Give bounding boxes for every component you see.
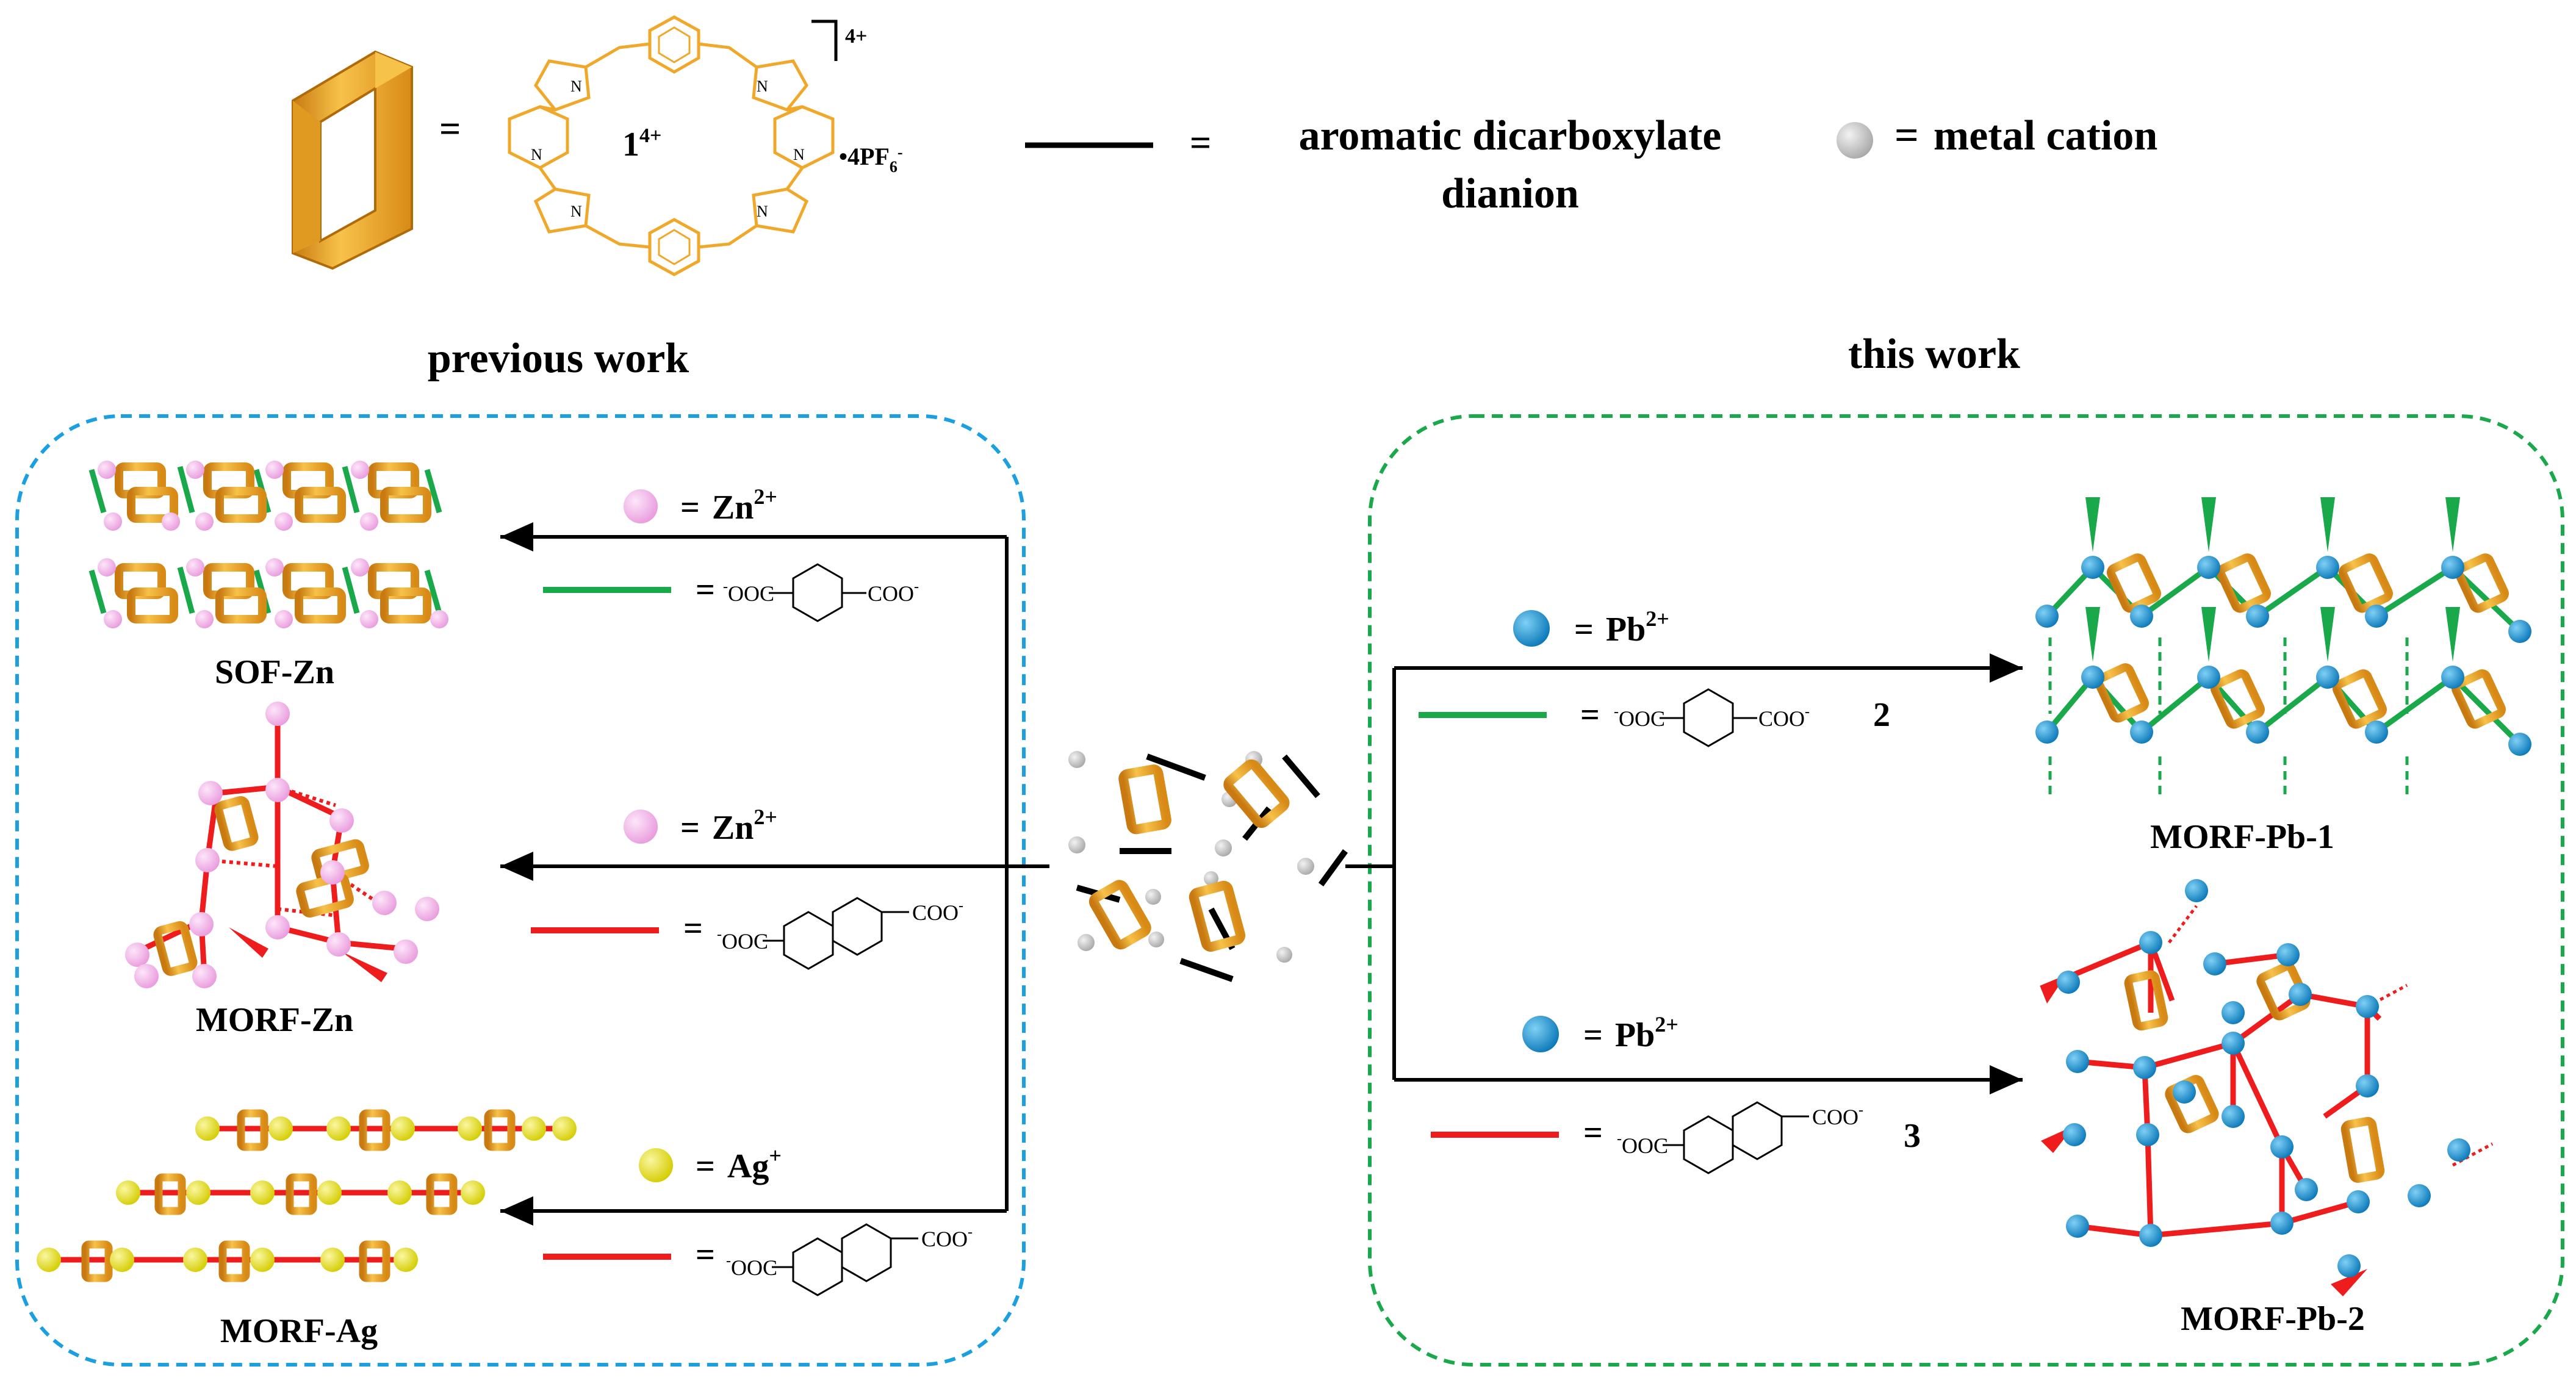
svg-text:N: N (757, 203, 768, 220)
bdc-structure-1: -OOC COO- (723, 563, 919, 622)
svg-text:COO-: COO- (868, 579, 919, 606)
macrocycle-box-icon (292, 50, 413, 270)
previous-work-box (15, 414, 1026, 1367)
svg-text:-OOC: -OOC (717, 927, 768, 954)
charge-bracket (811, 20, 838, 61)
svg-text:=: = (1580, 696, 1600, 734)
svg-text:N: N (570, 77, 582, 95)
zn-dot-icon (624, 489, 658, 523)
svg-text:COO-: COO- (912, 898, 963, 925)
reagent-zn-ndc: =Zn2+ = -OOC COO- (531, 805, 963, 970)
svg-text:COO-: COO- (1812, 1102, 1863, 1129)
pb-dot-icon (1513, 610, 1550, 647)
svg-text:N: N (570, 203, 582, 220)
reagent-ag-ndc: =Ag+ = -OOC COO- (543, 1143, 973, 1296)
svg-text:=Ag+: =Ag+ (696, 1143, 782, 1185)
legend-metal-label: =metal cation (1894, 112, 2157, 159)
mixture-macrocycles (1088, 759, 1290, 952)
this-work-heading: this work (1848, 331, 2020, 378)
svg-text:=: = (696, 571, 715, 609)
legend-equals-2: = (1190, 123, 1211, 164)
svg-text:-OOC: -OOC (726, 1253, 777, 1280)
macrocycle-structure (508, 15, 835, 276)
ndc-structure-1: -OOC COO- (717, 897, 963, 970)
reagent-pb-ndc: =Pb2+ = -OOC COO- 3 (1431, 1012, 1921, 1174)
svg-text:N: N (531, 146, 542, 163)
product-label-morf-zn: MORF-Zn (196, 1001, 353, 1039)
bdc-structure-2: -OOC COO- (1614, 688, 1810, 747)
morf-zn-structure (125, 702, 439, 988)
pb-dot-icon-2 (1522, 1016, 1559, 1052)
ligand-number-2: 2 (1873, 696, 1890, 734)
corner-charge: 4+ (845, 25, 867, 48)
counterion: •4PF6- (839, 143, 903, 176)
svg-text:=Pb2+: =Pb2+ (1574, 606, 1669, 648)
svg-text:=: = (696, 1236, 715, 1274)
product-label-morf-pb-1: MORF-Pb-1 (2150, 818, 2334, 856)
ndc-structure-3: -OOC COO- (1617, 1101, 1863, 1174)
svg-text:=Zn2+: =Zn2+ (680, 805, 777, 847)
svg-text:N: N (793, 146, 805, 163)
previous-work-heading: previous work (428, 335, 689, 382)
legend-line-label-2: dianion (1441, 170, 1579, 217)
legend: = (292, 15, 2157, 276)
svg-text:=Pb2+: =Pb2+ (1583, 1012, 1678, 1054)
svg-text:COO-: COO- (921, 1224, 973, 1251)
product-label-morf-ag: MORF-Ag (220, 1312, 378, 1350)
product-label-morf-pb-2: MORF-Pb-2 (2181, 1300, 2365, 1338)
morf-pb-2-structure (2040, 879, 2494, 1296)
legend-metal-dot-icon (1837, 122, 1873, 159)
svg-text:N: N (757, 77, 768, 95)
reaction-mixture (1068, 751, 1348, 982)
product-label-sof-zn: SOF-Zn (215, 653, 334, 691)
ndc-structure-2: -OOC COO- (726, 1223, 973, 1296)
morf-pb-1-structure (2035, 497, 2531, 799)
svg-text:-OOC: -OOC (1614, 704, 1665, 731)
macrocycle-n-labels: N N N N N N (531, 77, 805, 220)
svg-text:=: = (683, 910, 703, 947)
svg-text:-OOC: -OOC (723, 579, 774, 606)
reagent-pb-bdc: =Pb2+ = -OOC COO- 2 (1419, 606, 1890, 747)
svg-text:=Zn2+: =Zn2+ (680, 484, 777, 526)
morf-ag-structure (37, 1109, 577, 1282)
zn-dot-icon-2 (624, 810, 658, 844)
mixture-metal-dots (1068, 751, 1314, 963)
this-work-box (1368, 414, 2564, 1367)
legend-line-label-1: aromatic dicarboxylate (1299, 112, 1722, 159)
ag-dot-icon (639, 1148, 673, 1182)
macrocycle-label: 14+ (622, 124, 661, 163)
svg-text:COO-: COO- (1758, 704, 1810, 731)
sof-zn-structure (88, 461, 448, 628)
svg-text:-OOC: -OOC (1617, 1131, 1668, 1158)
reagent-zn-bdc: =Zn2+ = -OOC COO- (543, 484, 919, 622)
reaction-arrows (500, 522, 2023, 1226)
ligand-number-3: 3 (1904, 1117, 1921, 1155)
legend-equals-1: = (439, 109, 461, 150)
svg-text:=: = (1583, 1114, 1603, 1152)
